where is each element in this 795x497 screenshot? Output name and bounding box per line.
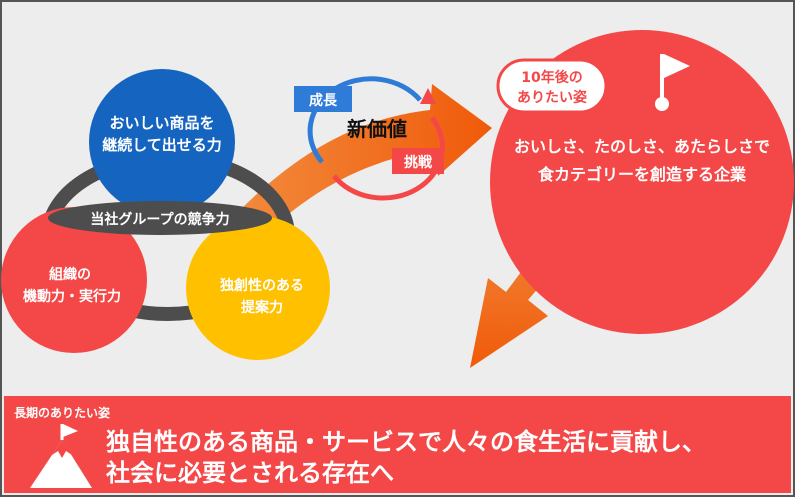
- mountain-flag-icon: [30, 424, 92, 488]
- proposal-line2: 提案力: [241, 299, 283, 316]
- org-line2: 機動力・実行力: [23, 288, 121, 305]
- long-term-line1: 独自性のある商品・サービスで人々の食生活に貢献し、: [106, 428, 706, 456]
- cycle-arc-red: [332, 116, 446, 201]
- products-line2: 継続して出せる力: [102, 136, 222, 154]
- flag-icon: [655, 54, 690, 111]
- products-line1: おいしい商品を: [109, 114, 214, 132]
- ring-label: 当社グループの競争力: [90, 211, 229, 228]
- growth-box: [294, 86, 352, 112]
- long-term-label: 長期のありたい姿: [14, 405, 110, 420]
- challenge-label: 挑戦: [404, 154, 433, 171]
- org-line1: 組織の: [49, 266, 91, 283]
- ten-year-line1: 10年後の: [521, 69, 582, 86]
- growth-label: 成長: [309, 92, 338, 109]
- circle-products: [89, 69, 235, 215]
- long-term-banner: [4, 396, 791, 493]
- vision-text-line2: 食カテゴリーを創造する企業: [537, 165, 747, 184]
- ring-label-band: [48, 201, 272, 235]
- proposal-line1: 独創性のある: [220, 277, 304, 294]
- circle-org: [1, 207, 147, 353]
- cycle-arrowhead-red: [420, 88, 436, 104]
- ten-year-bubble: [496, 58, 608, 114]
- ten-year-line2: ありたい姿: [517, 89, 588, 106]
- long-term-line2: 社会に必要とされる存在へ: [106, 459, 394, 487]
- circle-proposal: [186, 216, 330, 360]
- vision-text-line1: おいしさ、たのしさ、あたらしさで: [514, 137, 770, 156]
- challenge-box: [392, 148, 444, 174]
- growth-arrow: [238, 84, 492, 238]
- new-value-label: 新価値: [347, 117, 407, 141]
